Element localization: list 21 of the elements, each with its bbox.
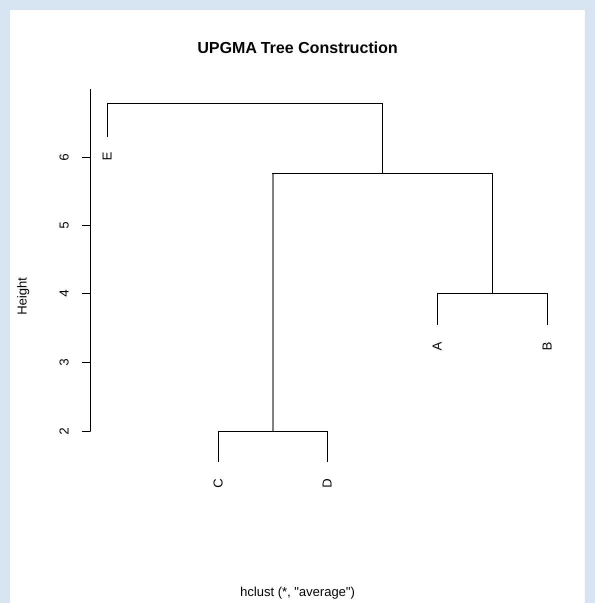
tree-branch xyxy=(547,294,548,326)
leaf-label: D xyxy=(320,478,334,488)
axis-title: Height xyxy=(16,277,28,315)
tick-label: 6 xyxy=(58,153,70,161)
tick-label: 3 xyxy=(58,358,70,366)
tick-label: 4 xyxy=(58,289,70,297)
leaf-label: A xyxy=(430,342,444,350)
tree-branch xyxy=(437,294,438,326)
tree-branch xyxy=(218,432,219,462)
leaf-label: C xyxy=(212,478,224,488)
tree-branch xyxy=(107,104,108,138)
leaf-label: E xyxy=(100,152,114,160)
tick-label: 5 xyxy=(58,221,70,229)
tick-label: 2 xyxy=(58,427,70,435)
chart-title: UPGMA Tree Construction xyxy=(197,40,398,57)
tree-branch xyxy=(382,104,383,174)
axis-caption: hclust (*, "average") xyxy=(240,584,355,599)
tree-branch xyxy=(272,174,274,432)
tree-branch xyxy=(327,432,328,462)
leaf-label: B xyxy=(540,342,554,350)
tree-branch xyxy=(492,174,493,294)
